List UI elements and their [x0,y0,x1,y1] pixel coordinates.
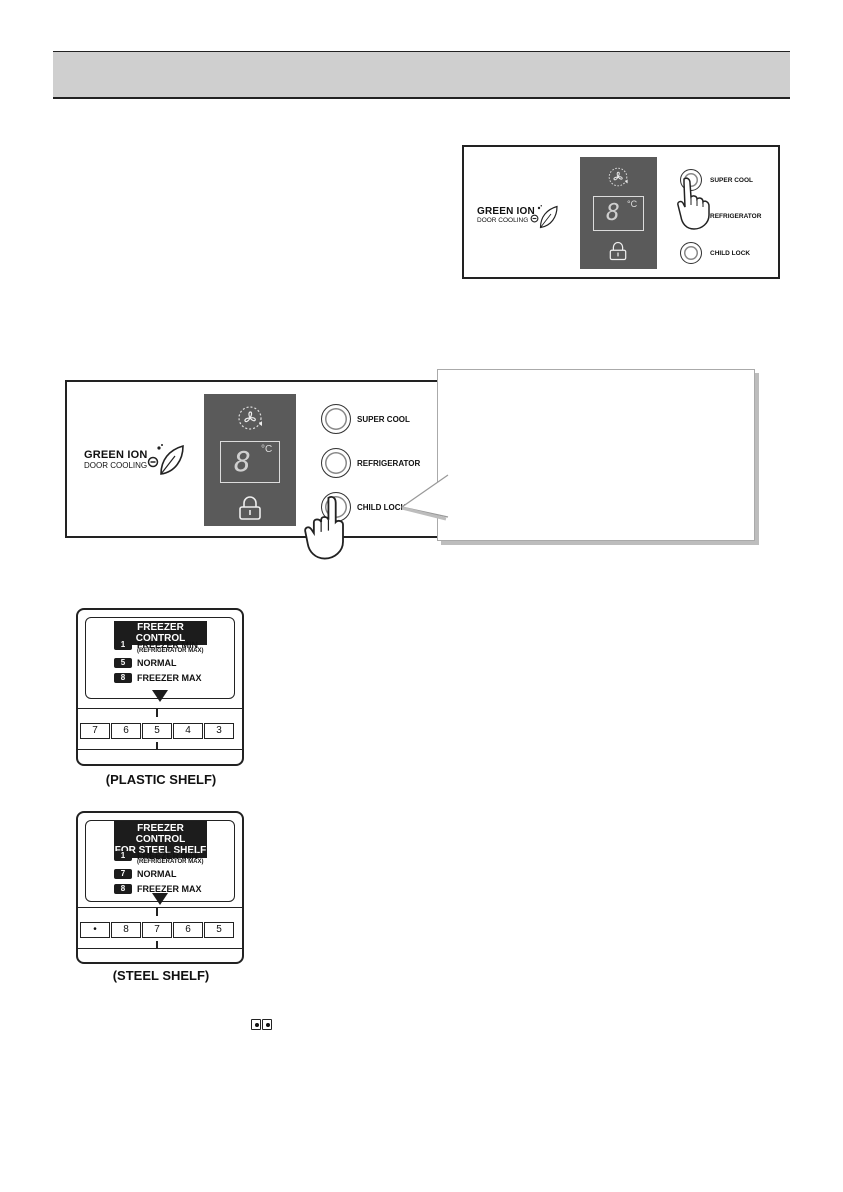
dial-heading-line-1: FREEZER CONTROL [135,823,186,845]
callout-pointer [400,474,449,521]
temperature-digit: 8 [234,445,251,478]
super-cool-label: SUPER COOL [357,415,410,424]
scale-cell: 3 [204,723,234,739]
dial-caption: (STEEL SHELF) [112,968,210,983]
scale-cell: 7 [142,922,172,938]
dial-caption: (PLASTIC SHELF) [105,772,217,787]
dial-scale[interactable]: 7 6 5 4 3 [80,723,234,739]
legend-sub: (REFRIGERATOR MAX) [137,648,204,654]
scale-cell: 6 [111,723,141,739]
lock-icon [609,241,627,261]
temperature-digit: 8 [606,200,620,226]
legend-label: FREEZER MIN [137,640,199,650]
callout-box [437,369,755,541]
dial-heading-text: FREEZER CONTROL [135,622,186,644]
super-cool-button[interactable] [321,404,351,434]
temperature-readout: 8 °C [220,441,280,483]
brand-line-1: GREEN ION [84,449,148,461]
green-ion-leaf-icon [530,205,558,229]
freezer-control-dial-plastic: FREEZER CONTROL 1 FREEZER MIN (REFRIGERAT… [76,608,244,766]
super-cool-label: SUPER COOL [710,177,753,184]
double-dot-icon [251,1019,273,1031]
legend-key: 1 [114,851,132,861]
control-panel-small: GREEN ION DOOR COOLING 8 °C SUPER COOL R… [462,145,780,279]
legend-sub: (REFRIGERATOR MAX) [137,859,204,865]
fan-icon [238,406,262,430]
legend-label: NORMAL [137,869,177,879]
brand-line-2: DOOR COOLING [477,217,529,224]
dial-heading-line-2: FOR STEEL SHELF [114,845,207,856]
scale-cell: 6 [173,922,203,938]
legend-label: NORMAL [137,658,177,668]
dial-legend-panel: FREEZER CONTROL 1 FREEZER MIN (REFRIGERAT… [85,617,235,699]
green-ion-leaf-icon [147,444,184,475]
scale-cell: 5 [142,723,172,739]
pointing-hand-icon [304,496,344,560]
band-tick [156,908,158,916]
section-header-band [53,51,790,99]
brand-line-2: DOOR COOLING [84,461,148,470]
legend-key: 7 [114,869,132,879]
band-tick [156,742,158,750]
legend-label: FREEZER MAX [137,673,202,683]
scale-cell: • [80,922,110,938]
legend-key: 8 [114,673,132,683]
legend-row: 1 FREEZER MIN (REFRIGERATOR MAX) [114,851,203,865]
legend-row: 5 NORMAL [114,658,177,668]
dial-scale-band: • 8 7 6 5 [76,907,244,949]
brand-logo: GREEN ION DOOR COOLING [477,206,535,224]
refrigerator-button[interactable] [321,448,351,478]
temperature-unit: °C [627,199,638,209]
child-lock-label: CHILD LOCK [357,503,407,512]
temperature-readout: 8 °C [593,196,644,231]
lock-icon [239,496,261,520]
refrigerator-label: REFRIGERATOR [357,459,421,468]
legend-key: 5 [114,658,132,668]
legend-key: 8 [114,884,132,894]
legend-row: 8 FREEZER MAX [114,884,202,894]
band-tick [156,709,158,717]
refrigerator-label: REFRIGERATOR [710,213,762,220]
legend-row: 7 NORMAL [114,869,177,879]
child-lock-label: CHILD LOCK [710,250,751,257]
temperature-display: 8 °C [580,157,657,269]
fan-icon [608,167,628,187]
legend-row: 8 FREEZER MAX [114,673,202,683]
legend-row: 1 FREEZER MIN (REFRIGERATOR MAX) [114,640,203,654]
dial-heading: FREEZER CONTROL [114,621,207,645]
scale-cell: 5 [204,922,234,938]
dial-scale-band: 7 6 5 4 3 [76,708,244,750]
child-lock-button[interactable] [680,242,702,264]
legend-label: FREEZER MIN [137,851,199,861]
legend-label: FREEZER MAX [137,884,202,894]
dial-pointer-icon [152,690,168,702]
temperature-display: 8 °C [204,394,296,526]
scale-cell: 8 [111,922,141,938]
scale-cell: 4 [173,723,203,739]
scale-cell: 7 [80,723,110,739]
dial-scale[interactable]: • 8 7 6 5 [80,922,234,938]
brand-logo: GREEN ION DOOR COOLING [84,449,148,470]
pointing-hand-icon [677,177,710,230]
legend-key: 1 [114,640,132,650]
dial-pointer-icon [152,893,168,905]
brand-line-1: GREEN ION [477,206,535,217]
band-tick [156,941,158,949]
temperature-unit: °C [261,444,273,455]
